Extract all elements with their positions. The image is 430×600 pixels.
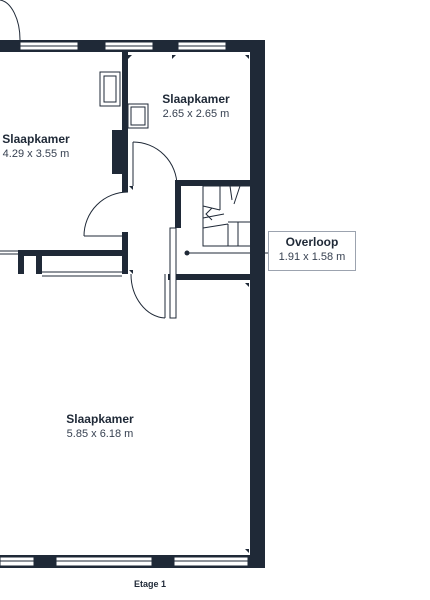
overloop-callout: Overloop 1.91 x 1.58 m <box>268 231 356 271</box>
window-top-right <box>177 41 227 51</box>
interior-wall-stub-b <box>36 250 42 274</box>
room-label-slaapkamer-top-right: Slaapkamer 2.65 x 2.65 m <box>150 92 242 122</box>
window-top-middle <box>104 41 154 51</box>
room-label-slaapkamer-top-left: Slaapkamer 4.29 x 3.55 m <box>0 132 78 162</box>
window-bottom-middle <box>55 556 153 567</box>
room-name: Slaapkamer <box>162 92 230 106</box>
closet-sliding-door <box>42 271 122 277</box>
right-wall <box>250 40 265 568</box>
chimney-block <box>112 130 122 174</box>
window-bottom-right <box>173 556 249 567</box>
room-name: Slaapkamer <box>2 132 70 146</box>
interior-wall-horizontal-left <box>18 250 128 256</box>
room-name: Overloop <box>285 235 339 249</box>
interior-wall-horizontal-top <box>175 180 253 186</box>
cabinet-upper <box>99 71 121 107</box>
corner-markers <box>128 55 249 553</box>
cabinet-lower <box>127 103 149 129</box>
staircase <box>202 185 252 247</box>
room-dimensions: 1.91 x 1.58 m <box>278 251 346 263</box>
door-bedroom-bottom-arc <box>130 273 166 319</box>
interior-wall-vertical <box>122 52 128 192</box>
interior-wall-stair-left <box>175 186 181 228</box>
room-dimensions: 4.29 x 3.55 m <box>2 148 70 160</box>
floor-label: Etage 1 <box>133 579 166 589</box>
window-bottom-left <box>0 556 35 567</box>
room-dimensions: 2.65 x 2.65 m <box>162 108 230 120</box>
overloop-rail <box>169 227 177 319</box>
door-bedroom-top-arc <box>132 141 178 187</box>
room-dimensions: 5.85 x 6.18 m <box>66 428 134 440</box>
room-label-slaapkamer-bottom: Slaapkamer 5.85 x 6.18 m <box>54 412 146 442</box>
room-name: Slaapkamer <box>66 412 134 426</box>
door-bedroom-left-arc <box>83 191 129 237</box>
interior-wall-stub-a <box>18 250 24 274</box>
window-top-left <box>19 41 79 51</box>
door-top-left-arc <box>0 0 21 41</box>
interior-wall-overloop-bottom <box>168 274 253 280</box>
